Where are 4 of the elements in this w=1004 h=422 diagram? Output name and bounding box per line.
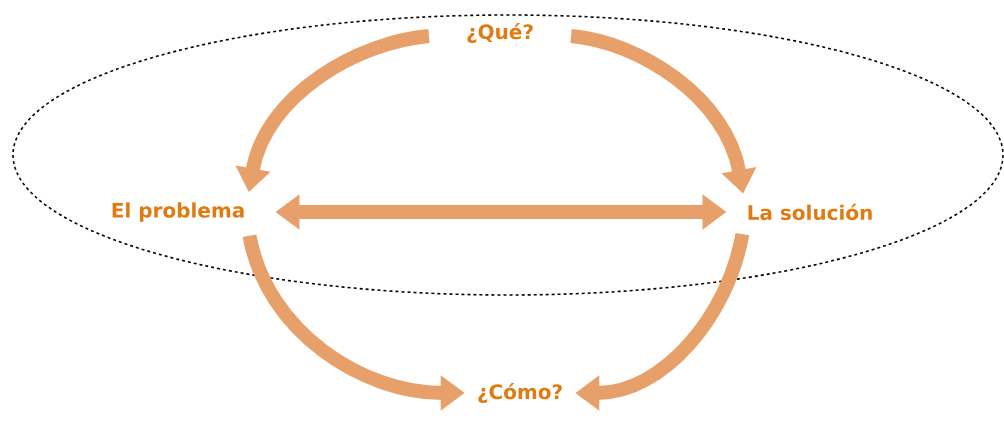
label: La solución bbox=[748, 203, 872, 221]
label: ¿Qué? bbox=[467, 23, 533, 43]
label: El problema bbox=[112, 202, 244, 222]
label: ¿Cómo? bbox=[478, 383, 562, 403]
